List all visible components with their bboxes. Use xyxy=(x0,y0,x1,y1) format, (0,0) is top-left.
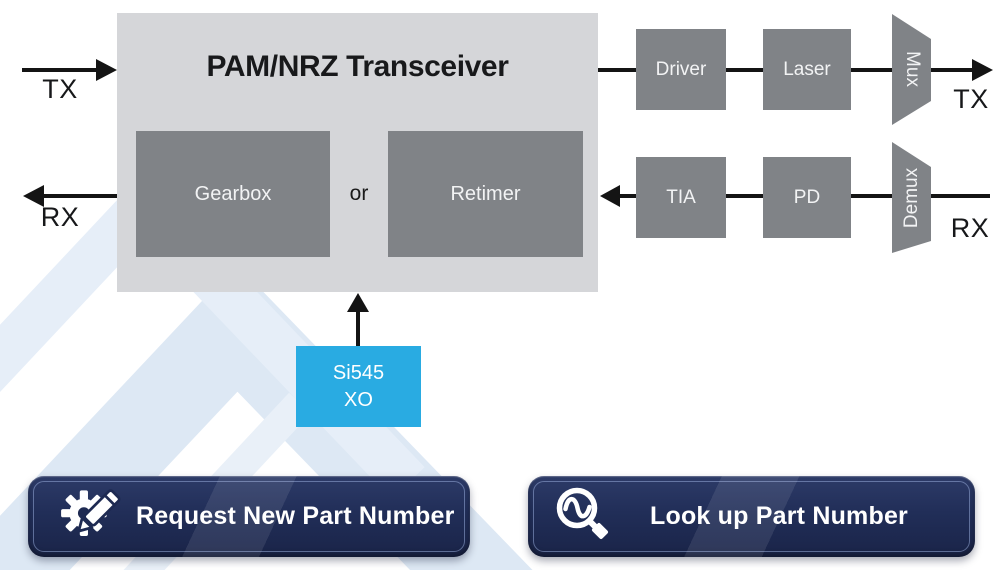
transceiver-title: PAM/NRZ Transceiver xyxy=(206,50,509,83)
demux-label: Demux xyxy=(901,167,922,229)
request-new-part-button[interactable]: Request New Part Number xyxy=(28,476,470,557)
retimer-label: Retimer xyxy=(450,182,521,205)
tia-label: TIA xyxy=(666,186,696,208)
look-up-part-label: Look up Part Number xyxy=(650,502,908,530)
pd-label: PD xyxy=(793,186,821,208)
xo-label-line2: XO xyxy=(344,388,373,411)
driver-block: Driver xyxy=(636,29,726,110)
tia-block: TIA xyxy=(636,157,726,238)
driver-label: Driver xyxy=(655,58,707,80)
retimer-block: Retimer xyxy=(388,131,583,257)
port-label-tx-in: TX xyxy=(42,74,78,104)
port-label-tx-out: TX xyxy=(953,84,989,114)
transceiver-box: PAM/NRZ Transceiver Gearbox or Retimer xyxy=(117,13,598,292)
pd-block: PD xyxy=(763,157,851,238)
xo-label-line1: Si545 xyxy=(332,361,385,384)
request-new-part-label: Request New Part Number xyxy=(136,502,455,530)
gearbox-label: Gearbox xyxy=(194,182,272,205)
mux-label: Mux xyxy=(902,51,923,87)
magnifier-sine-icon xyxy=(550,483,614,550)
gear-pencil-icon xyxy=(60,484,126,549)
laser-block: Laser xyxy=(763,29,851,110)
or-connector-label: or xyxy=(349,182,369,205)
laser-label: Laser xyxy=(783,58,831,80)
xo-oscillator-block: Si545 XO xyxy=(296,346,421,427)
port-label-rx-in: RX xyxy=(950,213,990,243)
port-label-rx-out: RX xyxy=(40,202,80,232)
gearbox-block: Gearbox xyxy=(136,131,330,257)
look-up-part-button[interactable]: Look up Part Number xyxy=(528,476,975,557)
